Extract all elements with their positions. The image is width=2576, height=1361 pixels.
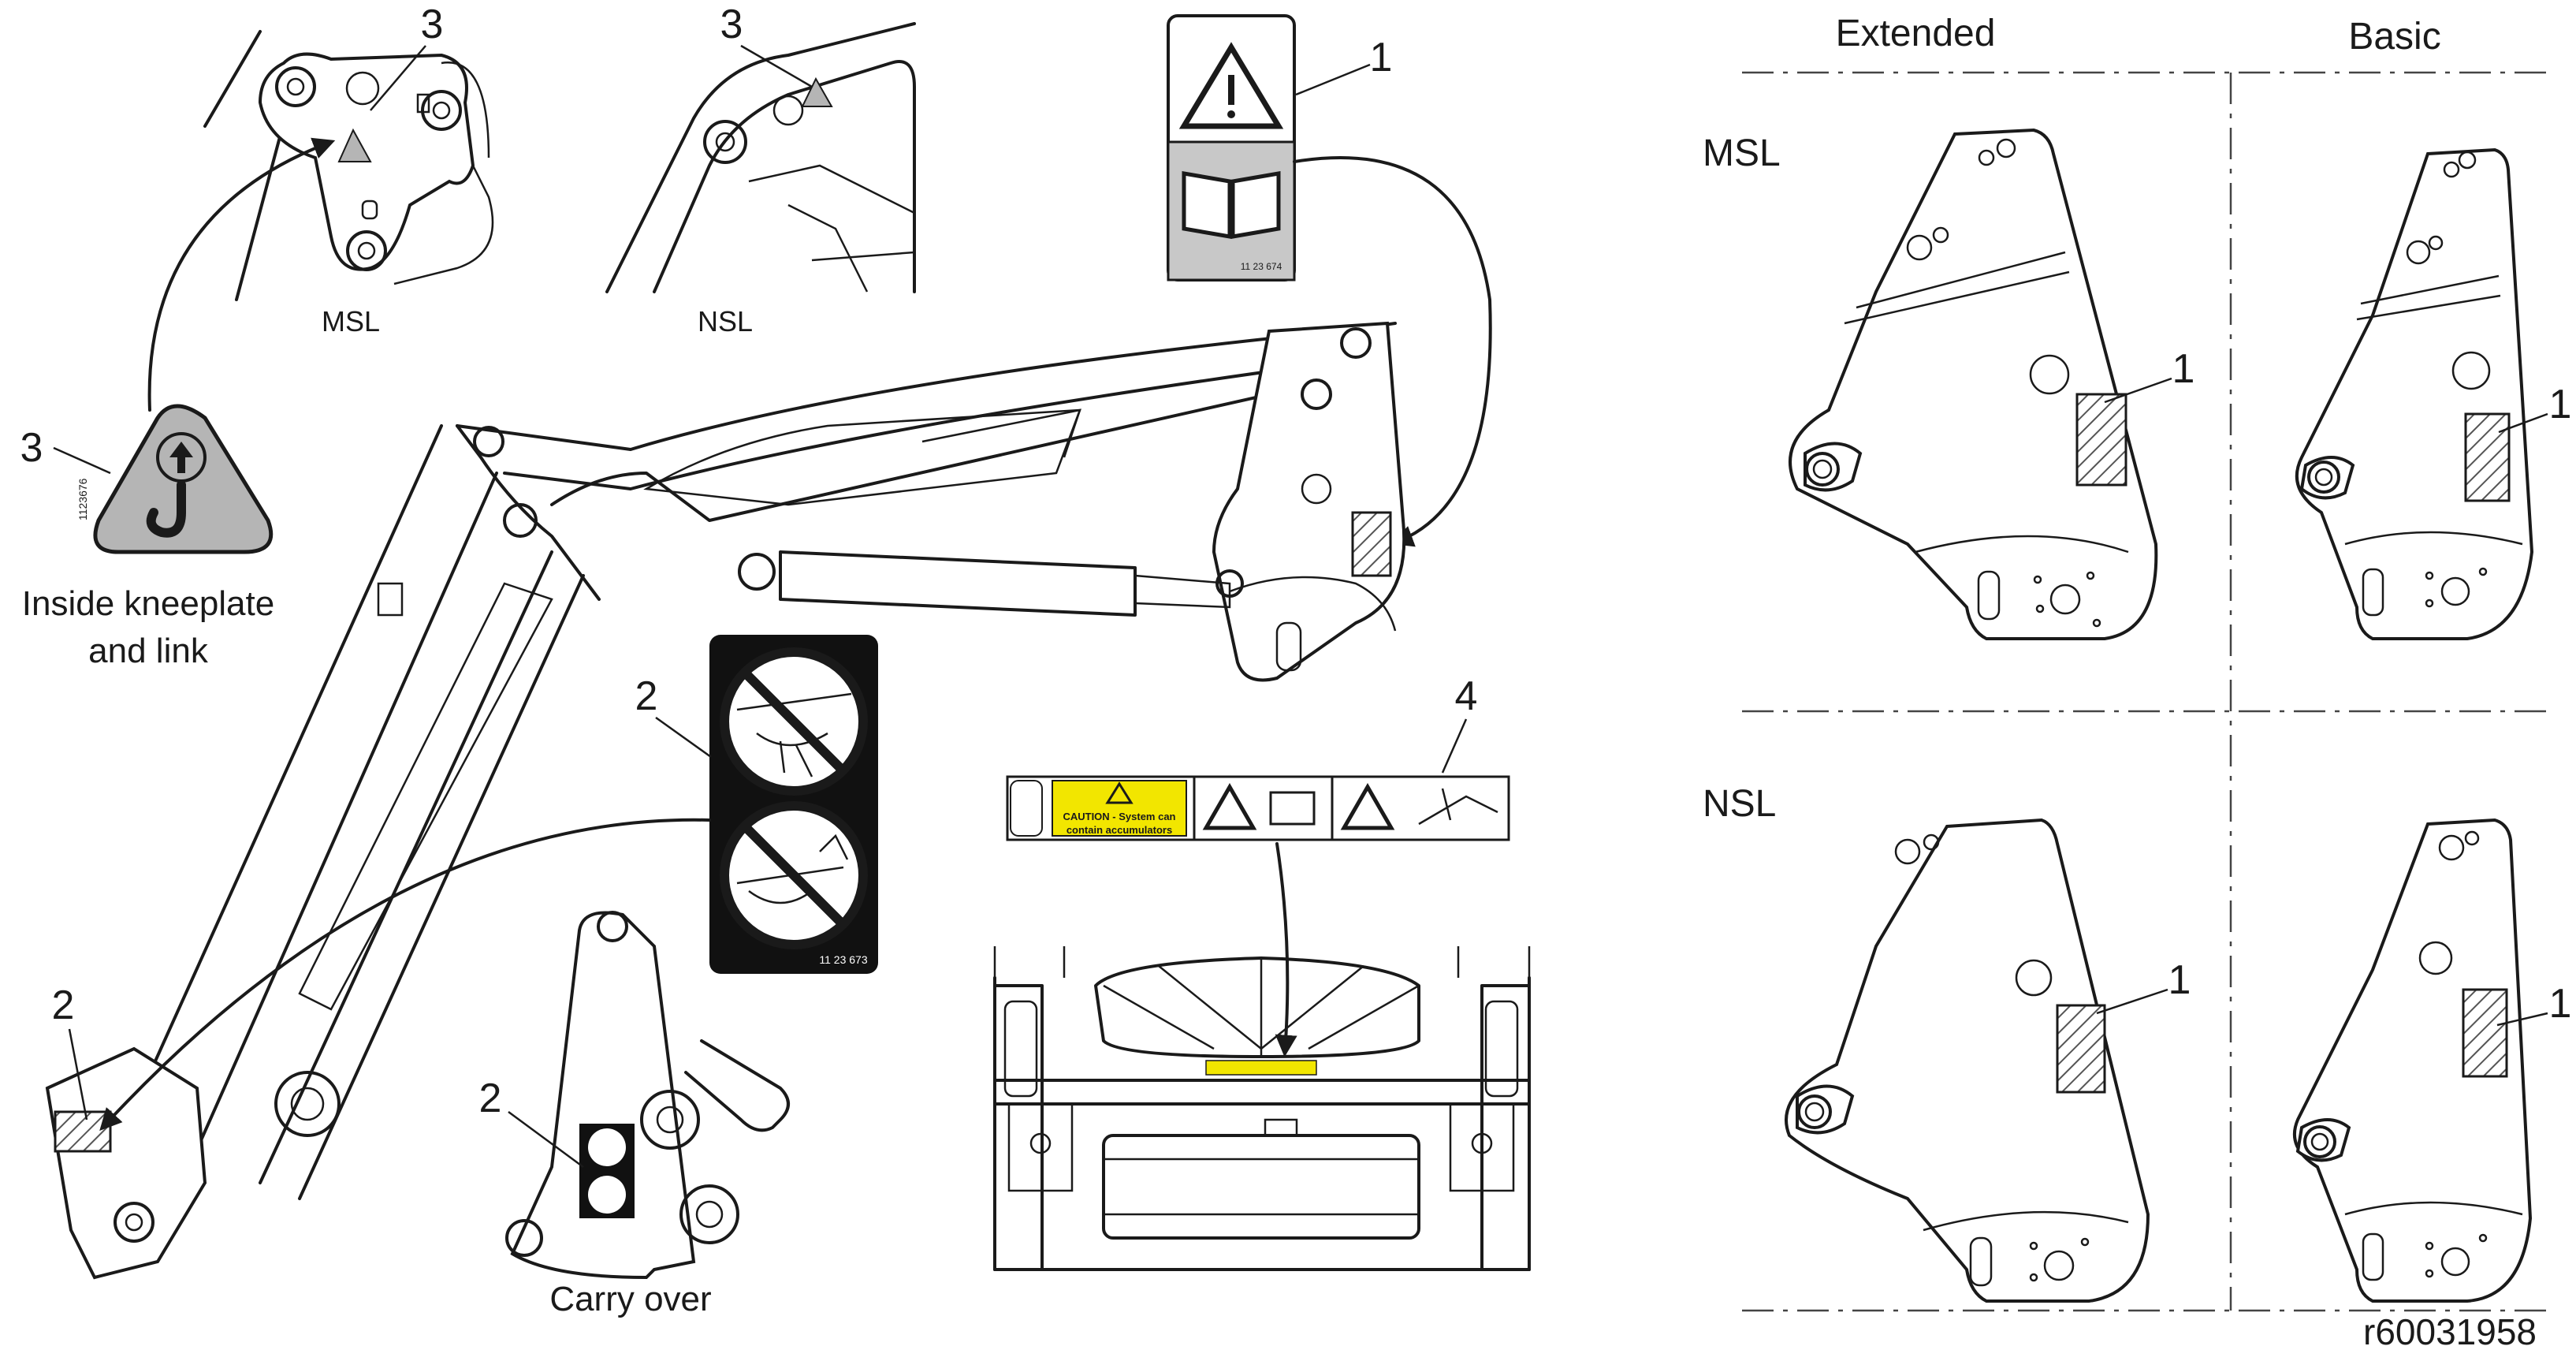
callout-1-ext-msl: 1 bbox=[2104, 346, 2195, 404]
hook-icon bbox=[146, 480, 186, 538]
callout-2-left: 2 bbox=[52, 983, 88, 1120]
callout-number: 2 bbox=[635, 673, 658, 719]
decal-crush-hazard: 11 23 673 bbox=[709, 635, 878, 974]
callout-3-msl: 3 bbox=[370, 2, 444, 111]
callout-number: 2 bbox=[479, 1076, 502, 1121]
leader-arrow bbox=[99, 818, 711, 1132]
callout-number: 4 bbox=[1455, 673, 1478, 719]
accumulator-icon bbox=[1010, 780, 1043, 837]
callout-number: 1 bbox=[1370, 35, 1393, 80]
manual-book-icon bbox=[1269, 791, 1316, 826]
decal-location-hatched bbox=[2056, 1004, 2106, 1094]
callout-number: 1 bbox=[2549, 382, 2572, 427]
decal-location-hatched bbox=[2464, 412, 2511, 502]
warning-triangle-icon bbox=[1202, 782, 1257, 830]
callout-number: 3 bbox=[20, 425, 43, 471]
hook-decal-icon bbox=[801, 76, 833, 107]
row-label-msl: MSL bbox=[1703, 132, 1781, 174]
leader-arrow bbox=[1293, 156, 1492, 547]
inset-nsl-label: NSL bbox=[698, 305, 753, 337]
decal-code: 11 23 674 bbox=[1241, 261, 1282, 272]
kneeplate-basic-msl bbox=[2295, 147, 2534, 640]
left-upright bbox=[993, 984, 1074, 1271]
leader-arrow bbox=[147, 137, 336, 412]
decal-code: 1123676 bbox=[76, 478, 89, 520]
kneeplate-basic-nsl bbox=[2293, 818, 2533, 1303]
callout-3-main: 3 bbox=[20, 425, 111, 475]
caution-text-line2: contain accumulators bbox=[1067, 824, 1172, 836]
tractor-front-view bbox=[993, 946, 1531, 1271]
callout-number: 1 bbox=[2168, 957, 2191, 1003]
right-upright bbox=[1449, 984, 1531, 1271]
location-chart: Extended Basic MSL NSL 1 bbox=[1703, 13, 2571, 1352]
callout-2-upper: 2 bbox=[635, 673, 712, 759]
callout-3-nsl: 3 bbox=[720, 2, 813, 88]
decal-location-small bbox=[1205, 1060, 1317, 1076]
callout-number: 2 bbox=[52, 983, 75, 1028]
callout-1-basic-msl: 1 bbox=[2498, 382, 2572, 434]
hook-decal-icon bbox=[337, 128, 372, 162]
leader-arrow bbox=[1275, 842, 1297, 1057]
column-header-extended: Extended bbox=[1836, 13, 1996, 54]
callout-number: 3 bbox=[720, 2, 743, 47]
callout-4: 4 bbox=[1441, 673, 1478, 774]
callout-1-ext-nsl: 1 bbox=[2096, 957, 2191, 1015]
row-label-nsl: NSL bbox=[1703, 783, 1776, 825]
column-header-basic: Basic bbox=[2348, 16, 2440, 58]
carry-over-plate: Carry over bbox=[505, 911, 790, 1318]
warning-triangle-icon bbox=[1105, 781, 1134, 804]
loader-boom bbox=[45, 321, 1406, 1280]
decal-location-hatched bbox=[2075, 393, 2127, 487]
callout-1: 1 bbox=[1295, 35, 1393, 96]
callout-number: 1 bbox=[2549, 981, 2572, 1027]
inset-msl-label: MSL bbox=[322, 305, 380, 337]
callout-number: 3 bbox=[421, 2, 444, 47]
kneeplate-extended-nsl bbox=[1785, 818, 2150, 1303]
figure-id: r60031958 bbox=[2363, 1311, 2537, 1352]
kneeplate-note-line1: Inside kneeplate bbox=[22, 584, 274, 623]
decal-caution-accumulators: CAUTION - System can contain accumulator… bbox=[1006, 775, 1510, 841]
callout-1-basic-nsl: 1 bbox=[2496, 981, 2572, 1027]
caution-text-line1: CAUTION - System can bbox=[1063, 811, 1175, 822]
decal-lift-point: 1123676 bbox=[76, 404, 274, 554]
callout-number: 1 bbox=[2172, 346, 2195, 392]
callout-2-carry: 2 bbox=[479, 1076, 584, 1169]
decal-location-hatched bbox=[2462, 988, 2508, 1078]
decal-read-manual: 11 23 674 bbox=[1167, 14, 1296, 282]
loader-pictogram-icon bbox=[1418, 788, 1498, 826]
decal-code: 11 23 673 bbox=[819, 953, 867, 966]
inset-nsl-kneeplate: NSL bbox=[605, 22, 916, 337]
inset-msl-kneeplate: MSL bbox=[203, 30, 494, 337]
manual-book-icon bbox=[1182, 171, 1281, 239]
kneeplate-extended-msl bbox=[1789, 128, 2158, 640]
person-under-load-icon bbox=[736, 692, 852, 777]
carry-over-label: Carry over bbox=[549, 1280, 711, 1318]
warning-triangle-icon bbox=[1340, 782, 1395, 830]
kneeplate-note-line2: and link bbox=[88, 632, 209, 670]
decal-location-hatched bbox=[54, 1110, 112, 1153]
arrow-up-icon bbox=[169, 442, 193, 473]
decal-location-hatched bbox=[1351, 511, 1392, 577]
